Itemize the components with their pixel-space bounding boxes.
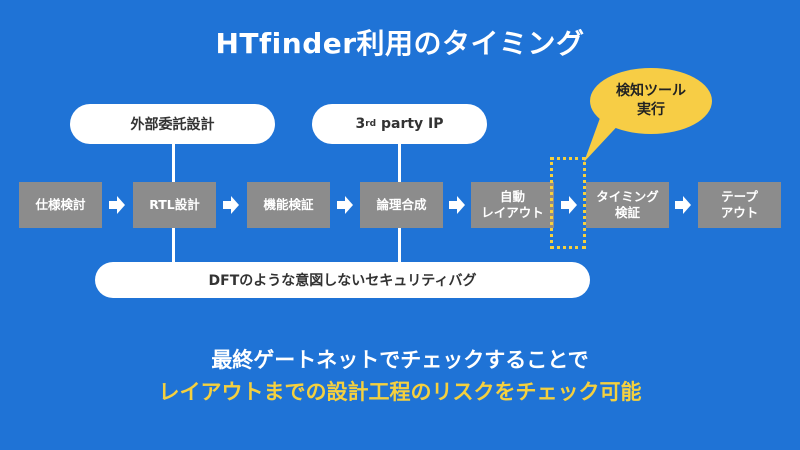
step-label: 論理合成 xyxy=(376,197,427,213)
connector-outsource-to-rtl xyxy=(172,144,175,182)
callout-line-1: 検知ツール xyxy=(616,83,686,100)
arrow-right-icon xyxy=(223,196,239,214)
slide-title: HTfinder利用のタイミング xyxy=(215,27,585,60)
step-timing-verification: タイミング 検証 xyxy=(586,182,669,228)
step-label: 機能検証 xyxy=(263,197,314,213)
dft-security-bug-label: DFTのような意図しないセキュリティバグ xyxy=(208,273,477,289)
arrow-right-icon xyxy=(337,196,353,214)
connector-rtl-to-dft xyxy=(172,228,175,262)
step-rtl-design: RTL設計 xyxy=(133,182,216,228)
step-functional-verification: 機能検証 xyxy=(247,182,330,228)
arrow-right-icon xyxy=(449,196,465,214)
step-label: 仕様検討 xyxy=(35,197,86,213)
arrow-right-icon xyxy=(561,196,577,214)
callout-line-2: 実行 xyxy=(637,102,665,118)
step-auto-layout: 自動 レイアウト xyxy=(471,182,554,228)
dft-security-bug-pill: DFTのような意図しないセキュリティバグ xyxy=(95,262,590,298)
step-label: 自動 レイアウト xyxy=(481,189,544,220)
detection-tool-callout: 検知ツール 実行 xyxy=(590,68,712,134)
step-spec-review: 仕様検討 xyxy=(19,182,102,228)
third-party-ip-number: 3 xyxy=(355,116,366,132)
connector-synthesis-to-dft xyxy=(398,228,401,262)
arrow-right-icon xyxy=(109,196,125,214)
step-label: テープ アウト xyxy=(720,189,759,220)
step-label: RTL設計 xyxy=(149,197,200,213)
third-party-ip-superscript: rd xyxy=(365,119,377,129)
step-label: タイミング 検証 xyxy=(596,189,659,220)
step-logic-synthesis: 論理合成 xyxy=(360,182,443,228)
arrow-right-icon xyxy=(675,196,691,214)
step-tapeout: テープ アウト xyxy=(698,182,781,228)
connector-ip-to-synthesis xyxy=(398,144,401,182)
outsourced-design-pill: 外部委託設計 xyxy=(70,104,275,144)
summary-line-2: レイアウトまでの設計工程のリスクをチェック可能 xyxy=(158,380,642,404)
outsourced-design-label: 外部委託設計 xyxy=(130,117,215,133)
callout-tail xyxy=(584,118,625,162)
summary-line-1: 最終ゲートネットでチェックすることで xyxy=(211,348,589,372)
third-party-ip-label: party IP xyxy=(376,116,444,132)
detection-point-highlight xyxy=(550,157,586,249)
